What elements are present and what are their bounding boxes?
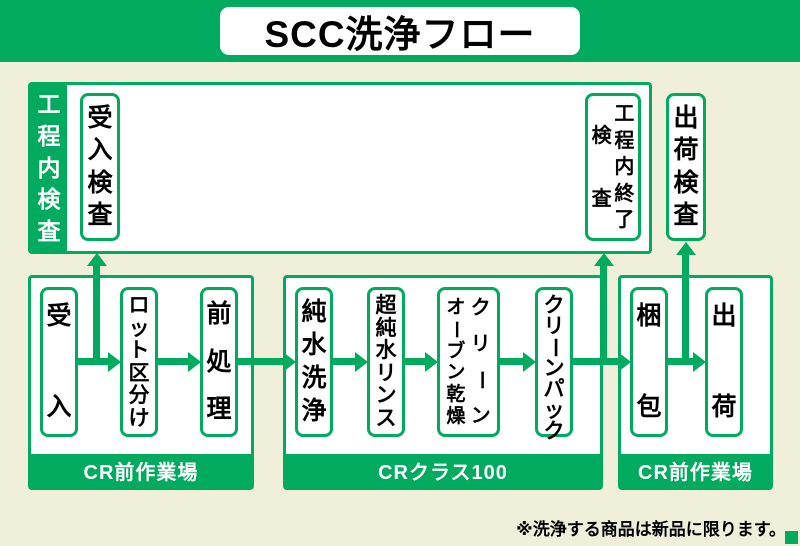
in-process-inspection-lane: 工程内検査 <box>28 82 652 254</box>
group-footer-cr-pre-work-area-right: CR前作業場 <box>621 454 770 487</box>
arrow-lot-sorting-to-pretreatment <box>158 358 188 365</box>
arrow-up-to-process-end-inspection <box>600 266 607 365</box>
box-shipping-inspection: 出荷検査 <box>666 93 706 241</box>
box-ultrapure-water-rinse: 超純水リンス <box>367 287 405 437</box>
group-footer-cr-pre-work-area-left: CR前作業場 <box>31 454 251 487</box>
box-clean-pack: クリーンパック <box>535 287 573 442</box>
corner-green-square <box>785 531 798 544</box>
footnote: ※洗浄する商品は新品に限ります。 <box>516 520 786 539</box>
in-process-inspection-label: 工程内検査 <box>31 85 67 251</box>
box-shipping: 出荷 <box>705 287 743 437</box>
box-packing: 梱包 <box>630 287 668 437</box>
box-lot-sorting: ロット区分け <box>120 287 158 437</box>
box-pure-water-washing: 純水洗浄 <box>295 287 333 437</box>
box-receiving-inspection: 受入検査 <box>80 93 120 241</box>
arrow-clean-pack-to-packing <box>573 358 618 365</box>
arrow-pure-water-to-ultrapure-rinse <box>333 358 355 365</box>
arrow-oven-drying-to-clean-pack <box>500 358 523 365</box>
box-clean-oven-drying: クリーン オーブン乾燥 <box>437 287 500 437</box>
arrow-up-to-shipping-inspection <box>682 255 689 365</box>
box-pretreatment: 前処理 <box>200 287 238 437</box>
box-line-oven-drying: オーブン乾燥 <box>445 297 467 427</box>
box-receiving: 受入 <box>40 287 78 437</box>
box-process-end-inspection: 工程内終了 検査 <box>585 93 641 241</box>
arrow-ultrapure-rinse-to-oven-drying <box>405 358 425 365</box>
page-title: SCC洗浄フロー <box>264 14 536 55</box>
group-footer-cr-class-100: CRクラス100 <box>286 454 600 487</box>
title-plate: SCC洗浄フロー <box>220 7 580 55</box>
box-line-clean: クリーン <box>469 297 492 427</box>
arrow-up-to-receiving-inspection <box>93 266 100 365</box>
arrow-packing-to-shipping <box>668 358 693 365</box>
box-line-process-end: 工程内終了 <box>614 103 635 231</box>
arrow-pretreatment-to-pure-water-washing <box>238 358 283 365</box>
box-line-inspection: 検査 <box>591 124 612 210</box>
title-banner: SCC洗浄フロー <box>0 0 800 62</box>
